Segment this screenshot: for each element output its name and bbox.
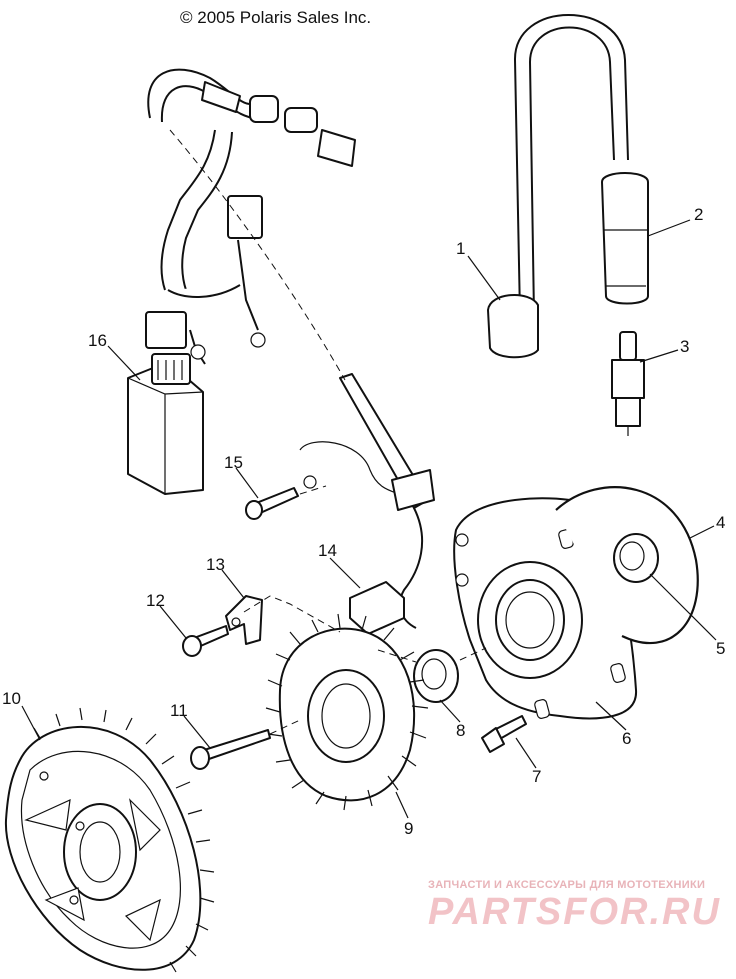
- pulse-sensor: [349, 581, 405, 635]
- callout-14: 14: [318, 541, 337, 560]
- harness-connector-top: [249, 95, 279, 123]
- screw-12: [182, 625, 229, 657]
- callout-5: 5: [716, 639, 725, 658]
- callout-8: 8: [456, 721, 465, 740]
- harness-connector-mid: [227, 195, 263, 239]
- bearing-5: [613, 533, 659, 583]
- copyright-text: © 2005 Polaris Sales Inc.: [180, 8, 372, 27]
- assembly-lines: [169, 129, 487, 735]
- callout-16: 16: [88, 331, 107, 350]
- wiring-harness: [145, 68, 356, 365]
- flywheel-10: [4, 707, 215, 973]
- bolt-11: [190, 729, 271, 770]
- callout-2: 2: [694, 205, 703, 224]
- cdi-module: [127, 353, 204, 495]
- harness-connector-bottom: [145, 311, 187, 349]
- ground-ring-terminal: [250, 332, 266, 348]
- callout-3: 3: [680, 337, 689, 356]
- leader-lines: [21, 219, 717, 819]
- callout-13: 13: [206, 555, 225, 574]
- callout-12: 12: [146, 591, 165, 610]
- callout-labels: 1 2 3 4 5 6 7 8 9 10 11 12 13 14 15 16: [2, 205, 725, 838]
- callout-7: 7: [532, 767, 541, 786]
- callout-9: 9: [404, 819, 413, 838]
- watermark-brand: PARTSFOR.RU: [428, 891, 721, 933]
- stator-9: [265, 613, 429, 811]
- spark-plug-cap: [601, 172, 649, 305]
- bolt-7: [481, 715, 527, 753]
- stator-plate: [453, 497, 638, 720]
- oil-seal-8: [413, 649, 459, 703]
- bracket-13: [225, 595, 263, 645]
- watermark-tagline: ЗАПЧАСТИ И АКСЕССУАРЫ ДЛЯ МОТОТЕХНИКИ: [428, 879, 706, 891]
- ignition-coil: [487, 14, 629, 359]
- callout-11: 11: [170, 701, 188, 720]
- stator-lead: [299, 373, 435, 629]
- spark-plug: [611, 331, 645, 436]
- callout-6: 6: [622, 729, 631, 748]
- screw-15: [245, 487, 299, 520]
- callout-4: 4: [716, 513, 725, 532]
- callout-10: 10: [2, 689, 21, 708]
- callout-1: 1: [456, 239, 465, 258]
- callout-15: 15: [224, 453, 243, 472]
- harness-plug: [317, 129, 356, 167]
